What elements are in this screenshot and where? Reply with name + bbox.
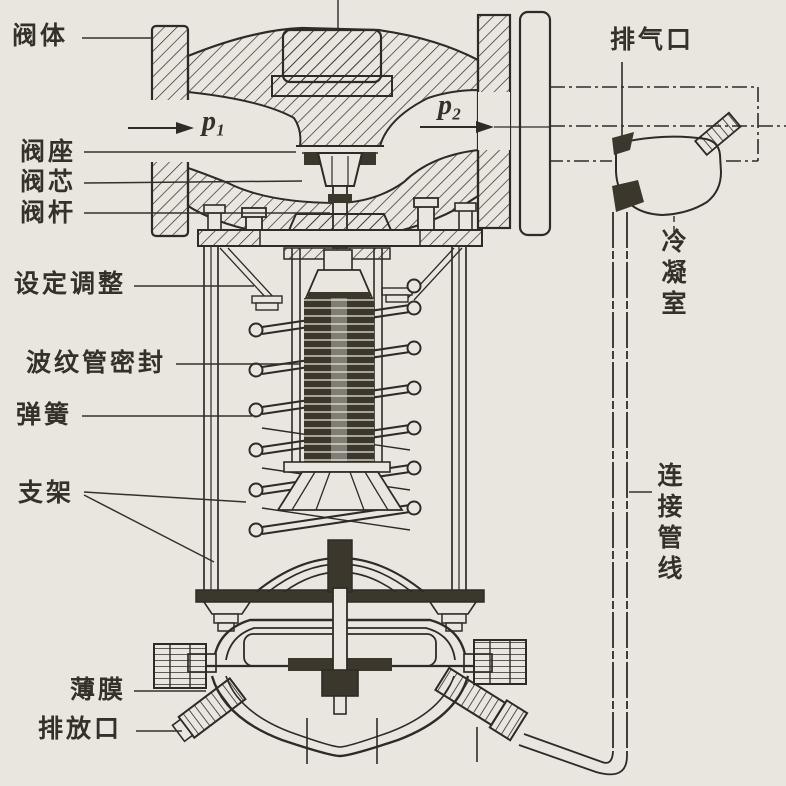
label-valve-body: 阀体	[12, 22, 69, 50]
bellows-drawing	[255, 247, 425, 593]
label-bellows-seal: 波纹管密封	[26, 349, 167, 377]
label-drain-port: 排放口	[38, 715, 123, 743]
label-condensation-chamber: 冷凝室	[658, 228, 686, 321]
actuator-drawing	[153, 587, 529, 764]
bonnet-drawing	[271, 0, 393, 97]
connecting-pipeline-drawing	[518, 212, 652, 776]
label-valve-plug: 阀芯	[20, 168, 77, 196]
label-setting-adjustment: 设定调整	[14, 270, 127, 298]
flow-arrows	[128, 121, 550, 134]
label-connecting-line: 连接管线	[654, 462, 682, 586]
label-spring: 弹簧	[16, 401, 73, 429]
label-valve-stem: 阀杆	[20, 199, 77, 227]
leader-lines	[82, 37, 330, 732]
label-valve-seat: 阀座	[20, 138, 77, 166]
label-p1: p₁	[202, 106, 226, 137]
condensation-chamber-drawing	[612, 111, 742, 236]
valve-body-drawing	[150, 0, 552, 249]
label-diaphragm: 薄膜	[70, 676, 127, 704]
yoke-bracket-drawing	[195, 229, 485, 632]
label-bracket: 支架	[18, 479, 75, 507]
exhaust-centerlines	[548, 62, 786, 162]
label-p2: p₂	[438, 90, 462, 121]
label-exhaust-port: 排气口	[610, 26, 695, 54]
